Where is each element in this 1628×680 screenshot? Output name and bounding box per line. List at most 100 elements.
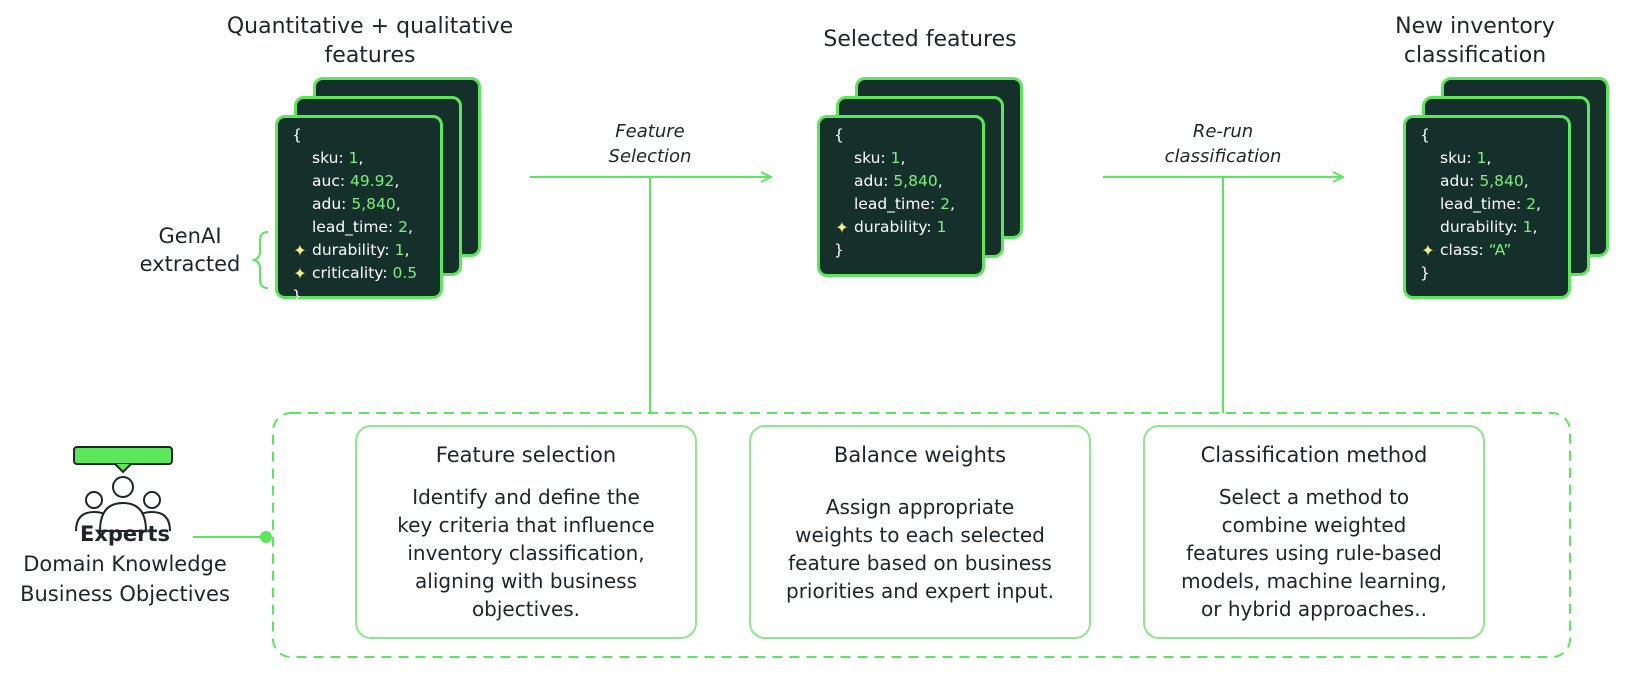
code-line: sku: 1,	[292, 147, 440, 170]
code-key: lead_time:	[312, 218, 399, 236]
panel-body: Assign appropriate weights to each selec…	[786, 495, 1054, 603]
sparkle-icon: ✦	[293, 264, 307, 283]
code-punct: ,	[1486, 149, 1492, 167]
code-key: durability:	[312, 241, 395, 259]
heading-selected-features: Selected features	[823, 27, 1017, 52]
code-line: ✦ class: “A”	[1420, 239, 1568, 262]
feature-selection-arrow-label: Feature Selection	[608, 121, 692, 167]
code-value: 5,840	[1479, 172, 1524, 190]
code-brace: }	[292, 287, 302, 305]
code-line: lead_time: 2,	[292, 216, 440, 239]
panel-feature-selection: Feature selection Identify and define th…	[355, 425, 697, 639]
code-line: sku: 1,	[1420, 147, 1568, 170]
code-value: 1	[890, 149, 901, 167]
code-value: 1	[936, 218, 947, 236]
code-line: {	[1420, 124, 1568, 147]
panel-title: Balance weights	[833, 443, 1007, 467]
code-punct: ,	[1532, 218, 1538, 236]
code-line: ✦ durability: 1	[834, 216, 982, 239]
code-key: sku:	[1440, 149, 1477, 167]
card-front: {sku: 1,adu: 5,840,lead_time: 2,✦durabil…	[817, 115, 985, 277]
code-line: durability: 1,	[1420, 216, 1568, 239]
card-front: {sku: 1,auc: 49.92,adu: 5,840,lead_time:…	[275, 115, 443, 305]
code-punct: ,	[900, 149, 906, 167]
code-key: sku:	[854, 149, 891, 167]
code-line: ✦ durability: 1,	[292, 239, 440, 262]
code-line: adu: 5,840,	[292, 193, 440, 216]
code-value: 1	[394, 241, 405, 259]
code-value: 49.92	[350, 172, 395, 190]
code-key: adu:	[854, 172, 894, 190]
panel-title: Feature selection	[435, 443, 617, 467]
code-line: adu: 5,840,	[1420, 170, 1568, 193]
experts-line: Business Objectives	[20, 582, 230, 606]
panel-balance-weights: Balance weights Assign appropriate weigh…	[749, 425, 1091, 639]
code-line: ✦ criticality: 0.5	[292, 262, 440, 285]
code-brace: }	[1420, 264, 1430, 282]
panel-title: Classification method	[1200, 443, 1428, 467]
code-line: auc: 49.92,	[292, 170, 440, 193]
code-key: class:	[1440, 241, 1489, 259]
code-value: 1	[1522, 218, 1533, 236]
code-key: criticality:	[312, 264, 393, 282]
code-value: 2	[1526, 195, 1536, 213]
code-value: 1	[348, 149, 359, 167]
process-group-border	[272, 412, 1571, 658]
code-punct: ,	[394, 172, 400, 190]
code-line: {	[292, 124, 440, 147]
code-brace: {	[834, 126, 844, 144]
code-key: lead_time:	[854, 195, 941, 213]
experts-line: Domain Knowledge	[23, 552, 227, 576]
code-value: 0.5	[392, 264, 418, 282]
experts-title: Experts	[79, 522, 171, 546]
code-punct: ,	[937, 172, 943, 190]
panel-body: Identify and define the key criteria tha…	[397, 485, 655, 621]
heading-new-classification: New inventory classification	[1395, 14, 1555, 68]
code-brace: }	[834, 241, 844, 259]
code-punct: ,	[358, 149, 364, 167]
code-value: 5,840	[351, 195, 396, 213]
code-brace: {	[292, 126, 302, 144]
code-key: sku:	[312, 149, 349, 167]
genai-brace	[250, 231, 269, 289]
code-line: adu: 5,840,	[834, 170, 982, 193]
code-punct: ,	[949, 195, 955, 213]
code-key: lead_time:	[1440, 195, 1527, 213]
code-value: 1	[1476, 149, 1487, 167]
code-value: 5,840	[893, 172, 938, 190]
code-brace: {	[1420, 126, 1430, 144]
experts-block: Experts Domain Knowledge Business Object…	[5, 519, 245, 609]
code-value: 2	[940, 195, 950, 213]
panel-classification-method: Classification method Select a method to…	[1143, 425, 1485, 639]
code-line: }	[1420, 262, 1568, 285]
sparkle-icon: ✦	[1421, 241, 1435, 260]
code-line: lead_time: 2,	[834, 193, 982, 216]
code-line: }	[292, 285, 440, 308]
experts-connector-dot	[260, 531, 272, 543]
code-value: 2	[398, 218, 408, 236]
heading-input-features: Quantitative + qualitative features	[226, 14, 514, 68]
code-punct: ,	[1535, 195, 1541, 213]
code-key: durability:	[854, 218, 937, 236]
code-punct: ,	[395, 195, 401, 213]
code-punct: ,	[404, 241, 410, 259]
code-key: adu:	[1440, 172, 1480, 190]
code-line: sku: 1,	[834, 147, 982, 170]
code-key: adu:	[312, 195, 352, 213]
code-key: durability:	[1440, 218, 1523, 236]
code-line: {	[834, 124, 982, 147]
code-line: }	[834, 239, 982, 262]
code-punct: ,	[1523, 172, 1529, 190]
code-value: “A”	[1488, 241, 1512, 259]
rerun-arrow-label: Re-run classification	[1164, 121, 1282, 167]
card-front: {sku: 1,adu: 5,840,lead_time: 2,durabili…	[1403, 115, 1571, 299]
genai-extracted-label: GenAI extracted	[139, 224, 241, 276]
sparkle-icon: ✦	[835, 218, 849, 237]
experts-group-icon	[73, 446, 173, 532]
panel-body: Select a method to combine weighted feat…	[1181, 485, 1447, 621]
code-line: lead_time: 2,	[1420, 193, 1568, 216]
sparkle-icon: ✦	[293, 241, 307, 260]
code-punct: ,	[407, 218, 413, 236]
code-key: auc:	[312, 172, 350, 190]
